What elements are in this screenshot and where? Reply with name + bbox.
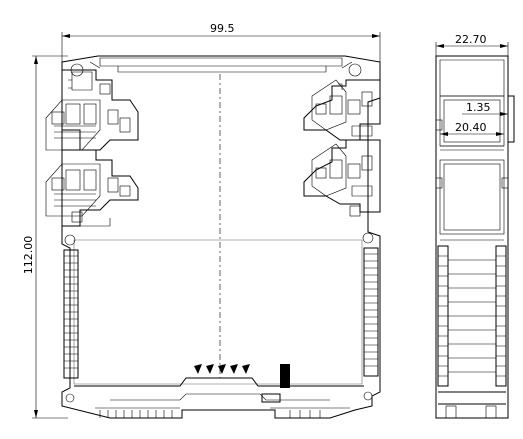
dim-label-height: 112.00 [22,236,35,275]
housing-front-view [61,55,381,419]
right-terminal-block-lower [303,139,381,217]
dimension-inner-top: 1.35 [462,101,508,116]
status-contacts [194,364,290,388]
dim-label-inner-width: 20.40 [455,121,487,134]
side-view-ribs [437,245,507,419]
left-vent-ribs [63,249,79,379]
dimension-inner-width: 20.40 [440,121,504,136]
left-terminal-block-upper [45,69,139,151]
mounting-holes [64,63,374,403]
right-vent-ribs [363,247,379,377]
dim-label-width-side: 22.70 [455,33,487,46]
dim-label-width-front: 99.5 [210,22,235,35]
dim-label-inner-top: 1.35 [466,101,491,114]
dimension-height: 112.00 [22,55,68,419]
dimension-width-front: 99.5 [61,22,381,62]
right-terminal-block-upper [303,79,381,141]
left-terminal-block-lower [45,149,139,227]
dimension-width-side: 22.70 [435,33,509,60]
housing-side-view [435,55,515,419]
